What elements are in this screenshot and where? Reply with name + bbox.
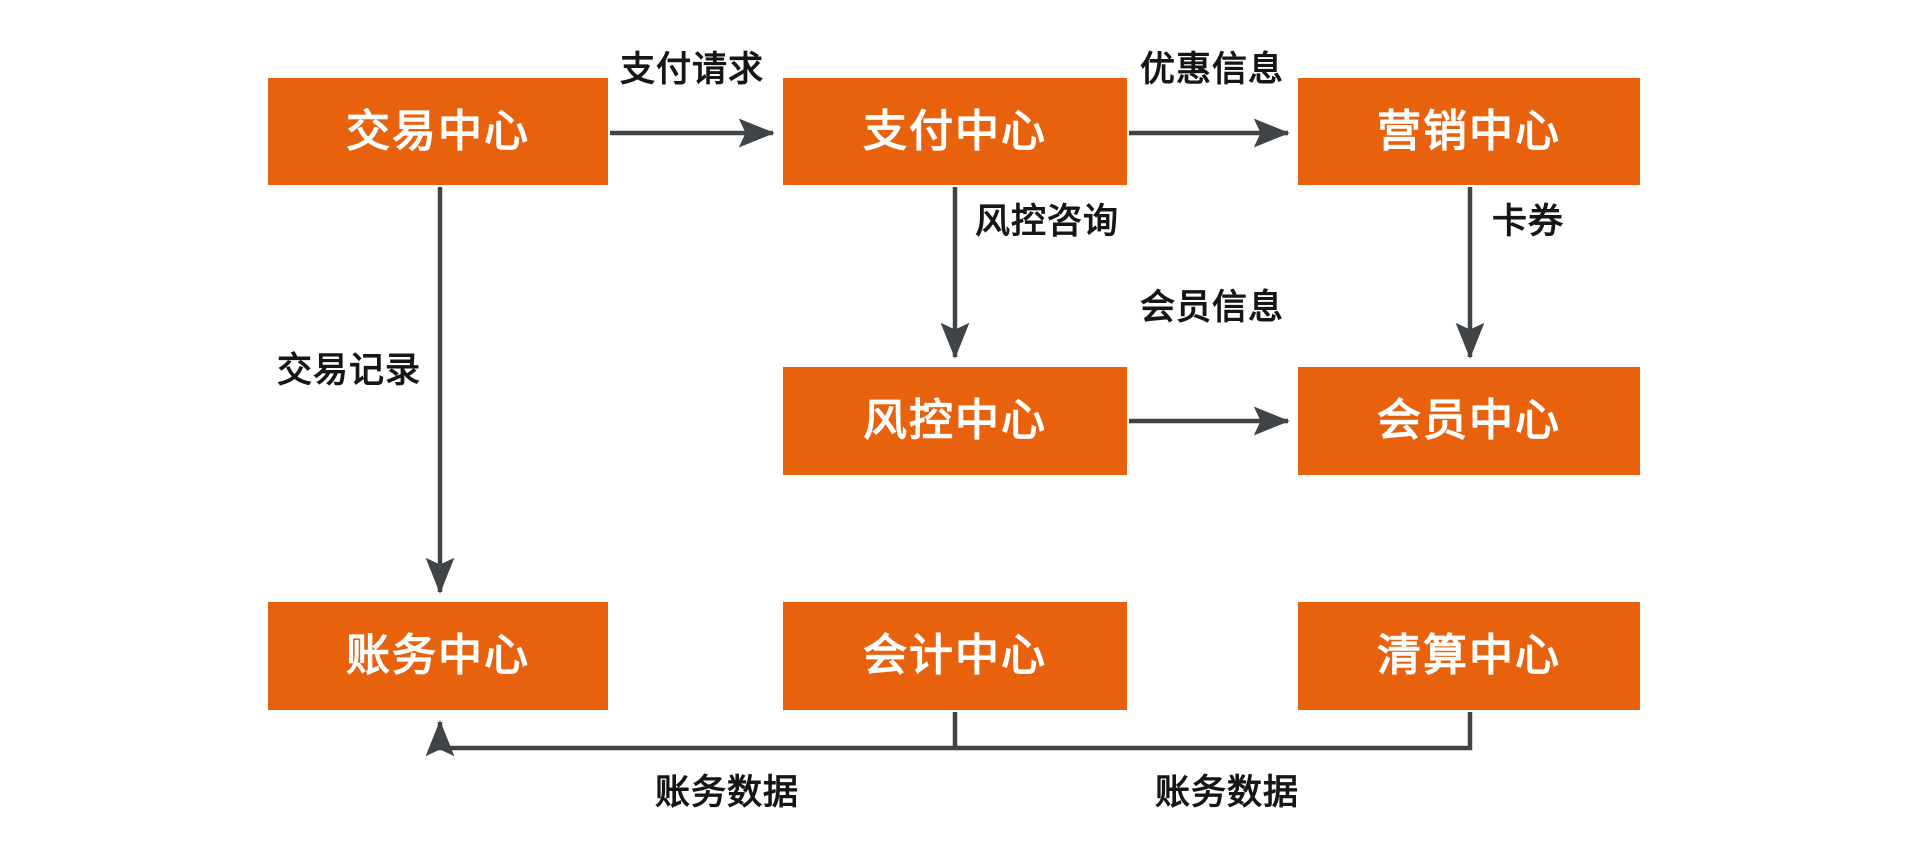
node-label: 清算中心 bbox=[1377, 631, 1561, 680]
edge-label-account-data-left: 账务数据 bbox=[655, 773, 800, 812]
edge-label-account-data-right: 账务数据 bbox=[1155, 773, 1300, 812]
edge-label-trade-record: 交易记录 bbox=[277, 351, 422, 390]
edge-label-member-info: 会员信息 bbox=[1140, 288, 1285, 327]
node-label: 风控中心 bbox=[863, 396, 1047, 445]
node-label: 交易中心 bbox=[346, 106, 530, 156]
node-account-center[interactable]: 账务中心 bbox=[268, 602, 608, 710]
edge-label-promotion-info: 优惠信息 bbox=[1140, 50, 1285, 89]
edge-label-risk-consult: 风控咨询 bbox=[975, 202, 1120, 241]
node-label: 会员中心 bbox=[1377, 396, 1561, 445]
edge-clearing-to-accounting bbox=[956, 712, 1473, 751]
edge-label-coupon: 卡券 bbox=[1492, 202, 1565, 241]
node-risk-control-center[interactable]: 风控中心 bbox=[783, 367, 1127, 475]
node-label: 账务中心 bbox=[346, 631, 530, 680]
edge-bookkeep-to-accounting bbox=[425, 712, 958, 757]
node-label: 支付中心 bbox=[863, 106, 1047, 156]
node-label: 营销中心 bbox=[1377, 106, 1561, 156]
node-trade-center[interactable]: 交易中心 bbox=[268, 78, 608, 185]
node-label: 会计中心 bbox=[863, 631, 1047, 680]
node-payment-center[interactable]: 支付中心 bbox=[783, 78, 1127, 185]
node-bookkeeping-center[interactable]: 会计中心 bbox=[783, 602, 1127, 710]
node-member-center[interactable]: 会员中心 bbox=[1298, 367, 1640, 475]
edge-label-payment-request: 支付请求 bbox=[620, 50, 765, 89]
node-clearing-center[interactable]: 清算中心 bbox=[1298, 602, 1640, 710]
node-marketing-center[interactable]: 营销中心 bbox=[1298, 78, 1640, 185]
